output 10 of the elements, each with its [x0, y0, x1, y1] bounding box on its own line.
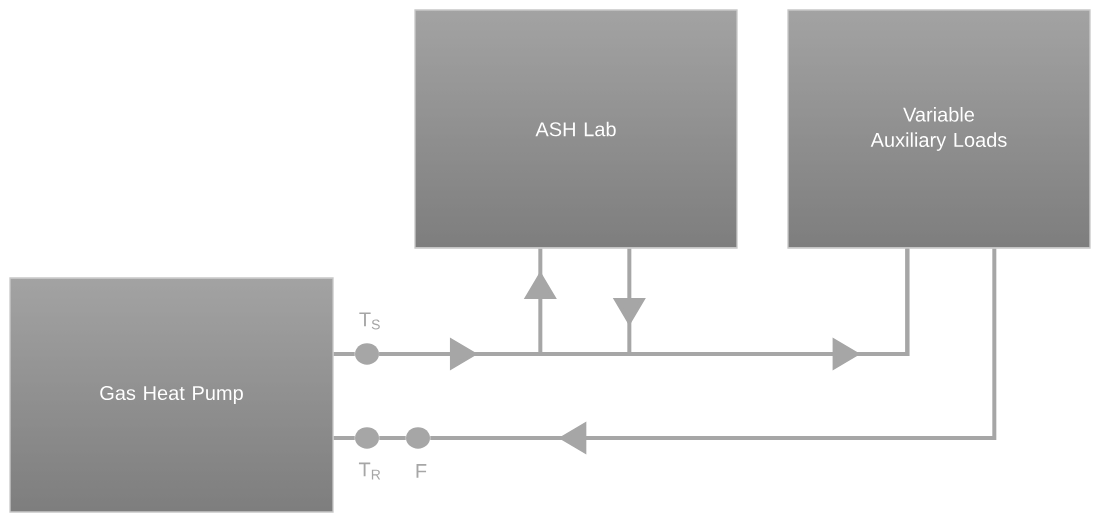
- sensor-dot: [355, 427, 379, 449]
- sensor-label: F: [416, 464, 427, 478]
- sensor-dot: [406, 427, 430, 449]
- sensor-dot: [355, 343, 379, 365]
- sensor-label: T$_{S}$: [359, 312, 380, 330]
- process-box: Gas Heat Pump: [9, 277, 334, 513]
- process-box: Variable Auxiliary Loads: [787, 9, 1091, 249]
- pipe-arrow: [430, 248, 997, 455]
- process-box: ASH Lab: [414, 9, 738, 249]
- sensor-label: T$_{R}$: [358, 462, 381, 480]
